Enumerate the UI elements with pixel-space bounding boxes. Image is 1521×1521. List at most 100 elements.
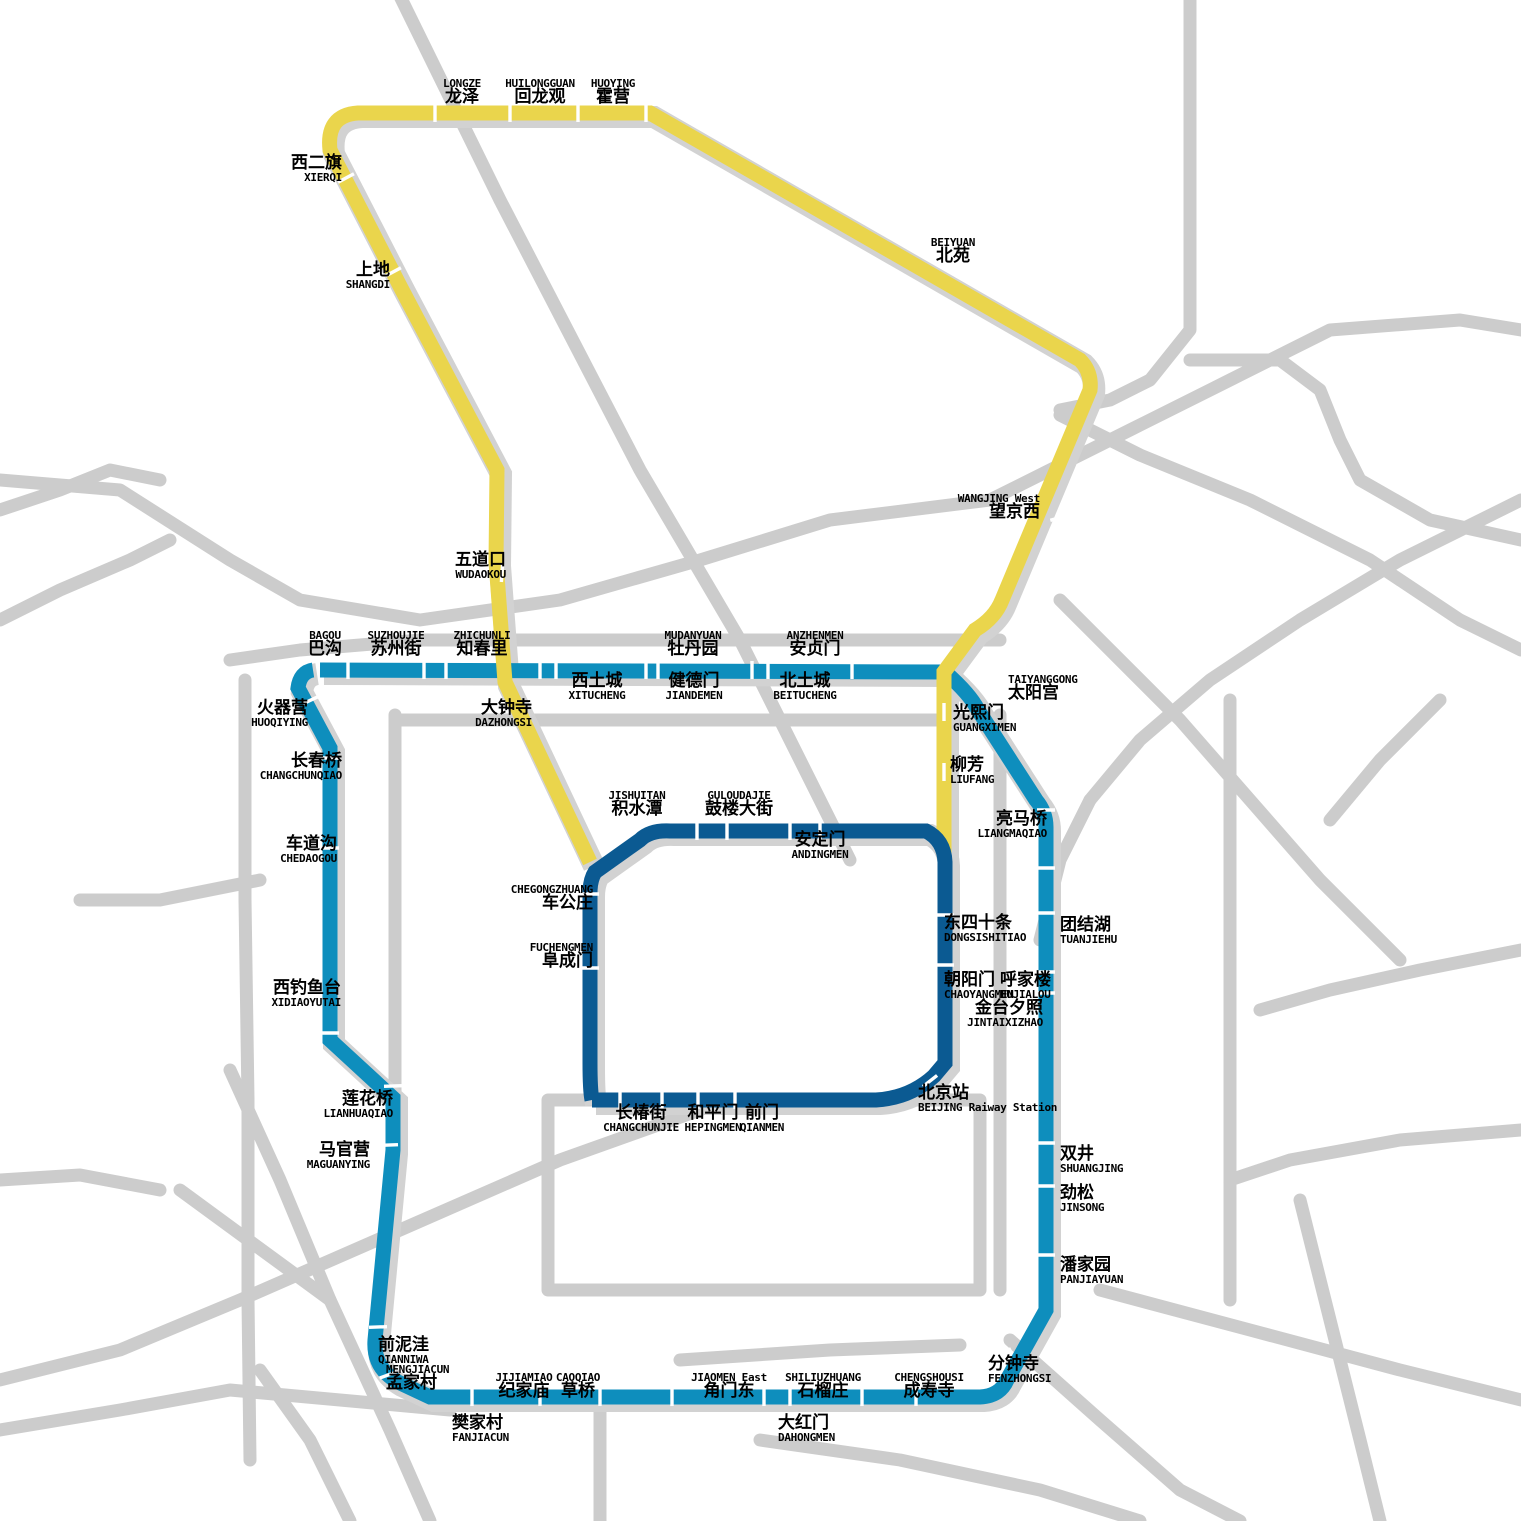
station-label-cn: 大钟寺 xyxy=(481,698,532,718)
road-segment xyxy=(1093,1283,1521,1407)
metro-line-line2[interactable] xyxy=(582,823,953,1108)
station-tick-line10[interactable] xyxy=(994,1347,1012,1359)
station-label-en: CAOQIAO xyxy=(555,1371,601,1384)
station-tick-line13[interactable] xyxy=(1049,514,1069,522)
metro-line-line13[interactable] xyxy=(322,105,1098,866)
station-tick-line10[interactable] xyxy=(302,694,320,706)
station-tick-line13[interactable] xyxy=(929,243,941,261)
station-tick-line13[interactable] xyxy=(384,266,402,278)
station-label-en: CHEGONGZHUANG xyxy=(510,883,594,896)
station-label-cn: 积水潭 xyxy=(611,799,663,820)
station-tick-line13[interactable] xyxy=(499,563,505,583)
station-label-cn: 成寿寺 xyxy=(903,1381,955,1402)
road-segment xyxy=(0,533,177,627)
station-label-cn: 潘家园 xyxy=(1060,1255,1111,1275)
station-label-cn: 龙泽 xyxy=(445,87,479,108)
station-label-en: JINSONG xyxy=(1060,1201,1105,1215)
station-tick-line10[interactable] xyxy=(989,695,1007,709)
station-tick-line2[interactable] xyxy=(921,1074,939,1088)
road-segment xyxy=(0,1168,167,1197)
station-tick-line13[interactable] xyxy=(337,172,355,184)
station-label-cn: 金台夕照 xyxy=(975,998,1043,1018)
station-label-cn: 知春里 xyxy=(456,639,508,660)
station-tick-line10[interactable] xyxy=(378,1370,398,1380)
metro-line-line10[interactable] xyxy=(290,662,1054,1405)
road-segment xyxy=(223,633,1007,667)
station-label-en: MAGUANYING xyxy=(306,1158,371,1172)
station-label-cn: 北苑 xyxy=(935,246,970,267)
station-tick-line10[interactable] xyxy=(383,1083,403,1089)
station-label-en: ANZHENMEN xyxy=(786,629,844,642)
station-tick-line13[interactable] xyxy=(485,700,503,712)
station-label-cn: 上地 xyxy=(356,260,390,280)
station-tick-line10[interactable] xyxy=(368,1324,388,1330)
station-label-en: HUOYING xyxy=(590,77,636,90)
station-label-cn: 太阳宫 xyxy=(1008,683,1059,704)
metro-line-casing-line2 xyxy=(583,823,960,1115)
station-label-cn: 安贞门 xyxy=(789,639,841,660)
station-label-cn: 呼家楼 xyxy=(1000,970,1051,990)
road-segment xyxy=(173,1183,337,1307)
road-segment xyxy=(1323,693,1447,827)
station-tick-line10[interactable] xyxy=(379,1142,399,1148)
station-label-cn: 劲松 xyxy=(1060,1183,1094,1203)
road-segment xyxy=(1003,1333,1247,1521)
road-segment xyxy=(394,0,857,867)
station-label-cn: 五道口 xyxy=(455,550,506,570)
